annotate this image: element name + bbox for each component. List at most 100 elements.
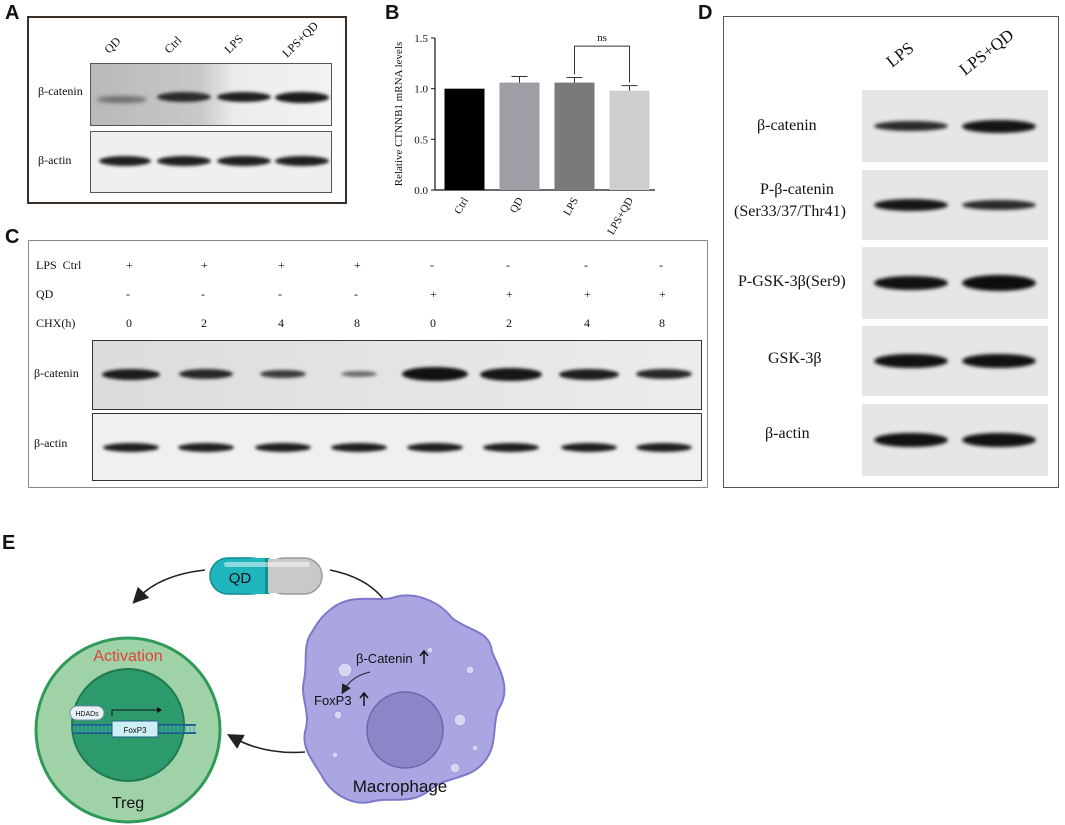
treatment-cell: 2 xyxy=(201,316,207,330)
x-tick-label: LPS xyxy=(561,196,581,218)
band xyxy=(402,367,468,381)
band xyxy=(874,199,948,211)
treatment-cell: 8 xyxy=(354,316,360,330)
treatment-cell: + xyxy=(201,258,208,272)
treatment-cell: - xyxy=(506,258,510,272)
band xyxy=(559,368,619,380)
y-axis-label: Relative CTNNB1 mRNA levels xyxy=(393,42,405,187)
band xyxy=(331,443,387,452)
band xyxy=(483,443,539,452)
hdacs-box xyxy=(69,705,105,721)
band xyxy=(636,369,692,379)
panel-label-d: D xyxy=(698,2,713,24)
band xyxy=(962,200,1036,210)
band xyxy=(157,156,211,166)
y-tick-label: 1.5 xyxy=(414,33,428,45)
row-label-qd: QD xyxy=(36,287,54,301)
band xyxy=(480,367,542,381)
arrow-pill-to-treg xyxy=(132,569,206,604)
band xyxy=(407,443,463,452)
treatment-cell: - xyxy=(659,258,663,272)
band xyxy=(97,96,147,103)
arrow-catenin-to-foxp3 xyxy=(341,671,371,695)
band xyxy=(275,156,329,166)
pill-label: QD xyxy=(229,570,252,587)
treatment-cell: - xyxy=(584,258,588,272)
bar xyxy=(444,88,485,190)
treatment-cell: - xyxy=(354,287,358,301)
significance-label: ns xyxy=(597,32,607,44)
band xyxy=(103,443,159,452)
row-label-beta-actin: β-actin xyxy=(34,436,68,450)
treatment-cell: + xyxy=(584,287,591,301)
band xyxy=(636,443,692,452)
bar xyxy=(609,90,650,190)
treatment-cell: 0 xyxy=(126,316,132,330)
band xyxy=(962,354,1036,368)
treatment-cell: 2 xyxy=(506,316,512,330)
panel-label-e: E xyxy=(2,532,16,554)
up-arrow xyxy=(419,649,429,664)
foxp3-label: FoxP3 xyxy=(314,693,352,708)
treatment-cell: - xyxy=(430,258,434,272)
band xyxy=(102,368,160,380)
band xyxy=(962,119,1036,133)
row-label-beta-catenin: β-catenin xyxy=(34,366,79,380)
band xyxy=(341,371,377,377)
band xyxy=(99,156,151,166)
significance-bracket xyxy=(574,45,630,83)
row-label-p-gsk3b: P-GSK-3β(Ser9) xyxy=(738,273,846,290)
up-arrow xyxy=(359,691,369,706)
bar xyxy=(554,82,595,190)
y-tick-label: 0.0 xyxy=(414,185,428,197)
treatment-cell: + xyxy=(354,258,361,272)
row-label-beta-catenin: β-catenin xyxy=(757,117,817,134)
panel-label-b: B xyxy=(385,2,400,24)
blot-a-beta-actin xyxy=(90,131,332,193)
macrophage-label: Macrophage xyxy=(353,777,448,796)
panel-label-a: A xyxy=(5,2,20,24)
band xyxy=(874,121,948,131)
treatment-cell: + xyxy=(430,287,437,301)
band xyxy=(178,443,234,452)
band xyxy=(874,354,948,368)
blot-d xyxy=(862,247,1048,319)
y-tick-label: 0.5 xyxy=(414,134,428,146)
band xyxy=(255,443,311,452)
treatment-cell: - xyxy=(126,287,130,301)
treatment-cell: 8 xyxy=(659,316,665,330)
y-tick-label: 1.0 xyxy=(414,84,428,96)
band xyxy=(217,156,271,166)
mechanism-schematic: QD Activation FoxP3 HDADs Treg β-Catenin… xyxy=(34,557,506,824)
beta-catenin-label: β-Catenin xyxy=(356,651,413,666)
x-tick-label: QD xyxy=(508,195,526,215)
x-tick-label: LPS+QD xyxy=(605,195,636,237)
treatment-cell: - xyxy=(201,287,205,301)
treatment-cell: + xyxy=(126,258,133,272)
treatment-cell: + xyxy=(506,287,513,301)
treatment-cell: 0 xyxy=(430,316,436,330)
band xyxy=(874,433,948,447)
blot-d xyxy=(862,170,1048,240)
row-label-lps-ctrl: LPS Ctrl xyxy=(36,258,82,272)
row-label-gsk3b: GSK-3β xyxy=(768,350,822,367)
treatment-cell: 4 xyxy=(278,316,284,330)
hdacs-label: HDADs xyxy=(75,711,99,718)
row-label-beta-actin: β-actin xyxy=(765,425,810,442)
treatment-cell: - xyxy=(278,287,282,301)
treatment-cell: + xyxy=(278,258,285,272)
row-label-beta-actin: β-actin xyxy=(38,153,72,167)
macrophage-nucleus xyxy=(366,691,444,769)
band xyxy=(157,92,211,102)
bar xyxy=(499,82,540,190)
blot-a-beta-catenin xyxy=(90,63,332,126)
row-label-chx: CHX(h) xyxy=(36,316,76,330)
row-label-p-beta-catenin: P-β-catenin xyxy=(760,181,834,198)
vesicles xyxy=(331,646,479,774)
band xyxy=(874,276,948,290)
row-label-beta-catenin: β-catenin xyxy=(38,84,83,98)
transcription-arrow xyxy=(111,709,160,716)
blot-d xyxy=(862,404,1048,476)
foxp3-gene-label: FoxP3 xyxy=(123,726,147,735)
